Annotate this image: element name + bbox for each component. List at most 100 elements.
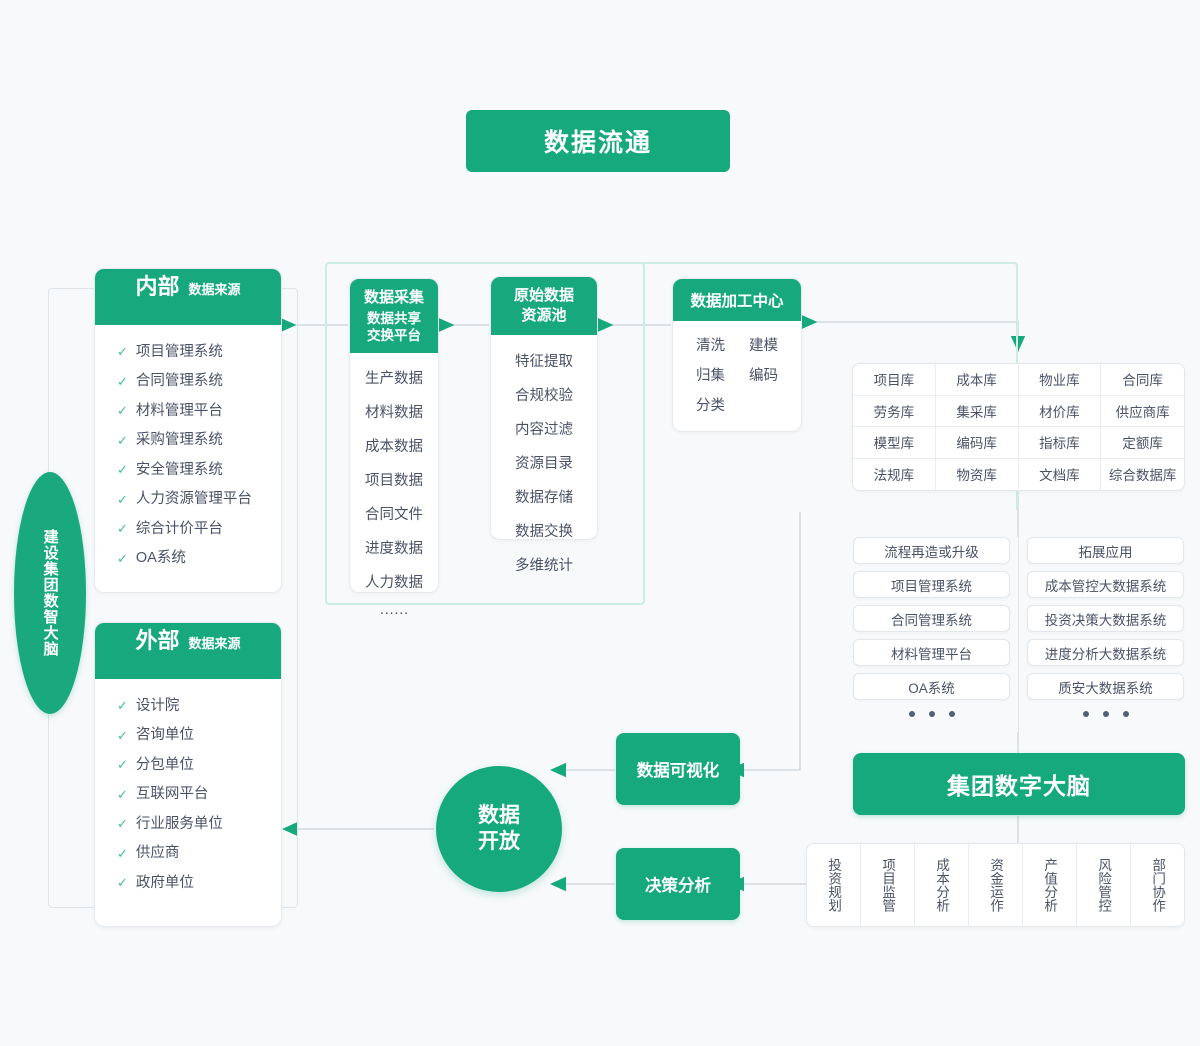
function-cell[interactable]: 投资规划 xyxy=(807,844,861,926)
list-item[interactable]: ✓ 合同管理系统 xyxy=(117,367,281,397)
database-cell[interactable]: 材价库 xyxy=(1018,395,1102,427)
application-item[interactable]: 项目管理系统 xyxy=(853,571,1010,598)
function-cell[interactable]: 成本分析 xyxy=(915,844,969,926)
database-grid: 项目库 成本库 物业库 合同库 劳务库 集采库 材价库 供应商库 模型库 编码库… xyxy=(852,363,1185,491)
list-item[interactable]: ✓互联网平台 xyxy=(117,780,281,810)
check-icon: ✓ xyxy=(117,373,128,389)
applications-right-column: 拓展应用 成本管控大数据系统 投资决策大数据系统 进度分析大数据系统 质安大数据… xyxy=(1027,537,1184,717)
list-item[interactable]: 数据存储 xyxy=(515,489,573,506)
list-item[interactable]: 特征提取 xyxy=(515,353,573,370)
list-item[interactable]: ✓行业服务单位 xyxy=(117,809,281,839)
internal-source-panel: 内部 数据来源 ✓项目管理系统 ✓合同管理系统 ✓材料管理平台 ✓采购管理系统 … xyxy=(94,268,282,593)
database-cell[interactable]: 模型库 xyxy=(853,427,936,459)
list-item[interactable]: 进度数据 xyxy=(365,541,423,558)
list-item-label: OA系统 xyxy=(135,550,186,566)
database-cell[interactable]: 文档库 xyxy=(1019,458,1102,490)
list-item[interactable]: 合规校验 xyxy=(515,387,573,404)
process-item[interactable]: 归集 xyxy=(696,368,725,384)
list-item-label: 互联网平台 xyxy=(135,786,209,802)
list-item[interactable]: ✓OA系统 xyxy=(117,544,281,574)
list-item[interactable]: ✓分包单位 xyxy=(117,750,281,780)
list-item-label: 合同管理系统 xyxy=(135,373,223,389)
list-item[interactable]: ✓设计院 xyxy=(117,691,281,721)
application-item[interactable]: 拓展应用 xyxy=(1027,537,1184,564)
brain-ellipse-label: 建设集团数智大脑 xyxy=(14,472,86,714)
check-icon: ✓ xyxy=(117,344,128,360)
database-cell[interactable]: 编码库 xyxy=(935,427,1019,459)
function-cell[interactable]: 风险管控 xyxy=(1077,844,1131,926)
data-open-circle[interactable]: 数据 开放 xyxy=(436,766,562,892)
list-item[interactable]: 合同文件 xyxy=(365,507,423,524)
database-cell[interactable]: 合同库 xyxy=(1101,364,1184,396)
function-cell[interactable]: 项目监管 xyxy=(861,844,915,926)
raw-data-pool-list: 特征提取 合规校验 内容过滤 资源目录 数据存储 数据交换 多维统计 xyxy=(491,335,597,591)
application-item[interactable]: 质安大数据系统 xyxy=(1027,673,1184,700)
function-cell[interactable]: 部门协作 xyxy=(1150,858,1166,912)
data-collection-header: 数据采集 数据共享 交换平台 xyxy=(350,279,438,353)
application-item[interactable]: 材料管理平台 xyxy=(853,639,1010,666)
list-item[interactable]: 成本数据 xyxy=(365,439,423,456)
database-cell[interactable]: 成本库 xyxy=(935,364,1019,396)
application-item[interactable]: 进度分析大数据系统 xyxy=(1027,639,1184,666)
process-item[interactable]: 编码 xyxy=(749,368,778,384)
external-source-header: 外部 数据来源 xyxy=(95,623,281,679)
applications-right-dots xyxy=(1027,707,1184,717)
database-cell[interactable]: 物业库 xyxy=(1018,364,1102,396)
list-item[interactable]: ✓综合计价平台 xyxy=(117,514,281,544)
process-item[interactable]: 建模 xyxy=(749,338,778,354)
application-item[interactable]: OA系统 xyxy=(853,673,1010,700)
check-icon: ✓ xyxy=(117,845,128,861)
list-item[interactable]: 数据交换 xyxy=(515,523,573,540)
database-cell[interactable]: 供应商库 xyxy=(1101,396,1184,427)
database-cell[interactable]: 法规库 xyxy=(853,458,936,490)
dot-icon xyxy=(1122,711,1129,717)
list-item-label: 采购管理系统 xyxy=(135,432,223,448)
list-item[interactable]: 人力数据 xyxy=(365,575,423,592)
database-cell[interactable]: 指标库 xyxy=(1018,427,1102,459)
decision-analysis-box[interactable]: 决策分析 xyxy=(616,848,740,920)
list-item[interactable]: ✓政府单位 xyxy=(117,868,281,898)
raw-data-pool-header: 原始数据 资源池 xyxy=(491,277,597,335)
list-item[interactable]: 资源目录 xyxy=(515,455,573,472)
application-item[interactable]: 投资决策大数据系统 xyxy=(1027,605,1184,632)
list-item-label: 行业服务单位 xyxy=(135,815,223,832)
list-item[interactable]: ✓材料管理平台 xyxy=(117,396,281,426)
database-cell[interactable]: 物资库 xyxy=(936,458,1019,490)
data-collection-list: 生产数据 材料数据 成本数据 项目数据 合同文件 进度数据 人力数据 ·····… xyxy=(350,353,438,638)
raw-data-pool-title-line1: 原始数据 xyxy=(513,287,574,304)
dot-icon xyxy=(1082,711,1089,717)
list-item[interactable]: ✓人力资源管理平台 xyxy=(117,485,281,515)
data-collection-panel: 数据采集 数据共享 交换平台 生产数据 材料数据 成本数据 项目数据 合同文件 … xyxy=(349,278,439,621)
application-item[interactable]: 成本管控大数据系统 xyxy=(1027,571,1184,598)
raw-data-pool-title-line2: 资源池 xyxy=(521,306,567,324)
data-processing-header: 数据加工中心 xyxy=(673,279,801,321)
list-item[interactable]: 生产数据 xyxy=(365,371,423,388)
list-item-label: 分包单位 xyxy=(135,756,194,773)
list-item[interactable]: ✓咨询单位 xyxy=(117,721,281,751)
list-item[interactable]: 多维统计 xyxy=(515,557,573,574)
list-item[interactable]: ✓安全管理系统 xyxy=(117,455,281,485)
list-item[interactable]: ✓项目管理系统 xyxy=(117,337,281,367)
application-item[interactable]: 流程再造或升级 xyxy=(853,537,1010,564)
process-item[interactable]: 清洗 xyxy=(696,338,725,354)
function-cell[interactable]: 资金运作 xyxy=(969,844,1023,926)
list-item[interactable]: 材料数据 xyxy=(365,405,423,422)
data-processing-items: 清洗 建模 归集 编码 分类 xyxy=(673,321,801,428)
data-collection-subtitle: 数据共享 交换平台 xyxy=(350,311,438,345)
database-cell[interactable]: 综合数据库 xyxy=(1108,468,1177,484)
list-item-label: 咨询单位 xyxy=(135,727,194,743)
process-item[interactable]: 分类 xyxy=(696,398,725,414)
list-item[interactable]: 内容过滤 xyxy=(515,421,573,438)
list-item[interactable]: ✓供应商 xyxy=(117,839,281,869)
data-visualization-box[interactable]: 数据可视化 xyxy=(616,733,740,805)
list-item[interactable]: 项目数据 xyxy=(365,473,423,490)
dot-icon xyxy=(908,711,915,717)
application-item[interactable]: 合同管理系统 xyxy=(853,605,1010,632)
database-cell[interactable]: 劳务库 xyxy=(853,395,936,427)
list-item[interactable]: ✓采购管理系统 xyxy=(117,426,281,456)
bottom-function-row: 投资规划 项目监管 成本分析 资金运作 产值分析 风险管控 部门协作 xyxy=(806,843,1185,927)
database-cell[interactable]: 定额库 xyxy=(1101,427,1184,459)
database-cell[interactable]: 集采库 xyxy=(935,395,1019,427)
function-cell[interactable]: 产值分析 xyxy=(1023,844,1077,926)
database-cell[interactable]: 项目库 xyxy=(853,364,936,396)
